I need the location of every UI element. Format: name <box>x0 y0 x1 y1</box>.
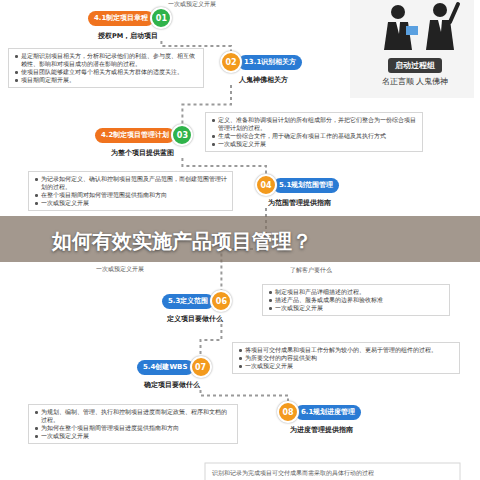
diagram-title: 如何有效实施产品项目管理？ <box>52 228 312 255</box>
group-badge: 启动过程组 <box>388 58 442 73</box>
process-pill: 5.3定义范围 <box>162 294 214 309</box>
bullet-text: 生成一份综合文件，用于确定所有项目工作的基础及其执行方式 <box>211 132 417 140</box>
step-row: 045.1规划范围管理 <box>259 174 339 196</box>
step-row: 5.4创建WBS07 <box>137 356 208 378</box>
description-box: 为规划、编制、管理、执行和控制项目进度而制定政策、程序和文档的过程。为如何在整个… <box>28 404 238 444</box>
bullet-text: 是定期识别项目相关方，分析和记录他们的利益、参与度、相互依赖性、影响和对项目成功… <box>14 52 198 68</box>
description-box: 将项目可交付成果和项目工作分解为较小的、更易于管理的组件的过程。为所要交付的内容… <box>232 342 460 374</box>
bullet-text: 一次或预定义开展 <box>211 140 417 148</box>
process-step: 4.1制定项目章程01 授权PM，启动项目 <box>88 7 168 41</box>
illustration-caption: 启动过程组名正言顺 人鬼佛神 <box>382 58 448 87</box>
step-number: 06 <box>210 290 232 312</box>
process-pill: 5.4创建WBS <box>137 360 194 375</box>
step-row: 0213.1识别相关方 <box>224 51 302 73</box>
process-pill: 6.1规划进度管理 <box>295 405 361 420</box>
process-step: 5.3定义范围06 定义项目要做什么 <box>162 290 228 324</box>
motto-text: 名正言顺 人鬼佛神 <box>382 77 448 87</box>
bullet-text: 定义、准备和协调项目计划的所有组成部分，并把它们整合为一份综合项目管理计划的过程… <box>211 116 417 132</box>
step-row: 4.1制定项目章程01 <box>88 7 168 29</box>
step-subtitle: 确定项目要做什么 <box>144 381 200 390</box>
note-label: 了解客户要什么 <box>290 266 332 275</box>
step-subtitle: 授权PM，启动项目 <box>98 32 158 41</box>
bullet-text: 为规划、编制、管理、执行和控制项目进度而制定政策、程序和文档的过程。 <box>34 408 232 424</box>
process-pill: 13.1识别相关方 <box>238 55 302 70</box>
step-subtitle: 为进度管理提供指南 <box>290 426 353 435</box>
description-box: 制定项目和产品详细描述的过程。描述产品、服务或成果的边界和验收标准一次或预定义开… <box>262 284 450 316</box>
step-number: 04 <box>255 174 277 196</box>
bullet-text: 一次或预定义开展 <box>34 199 227 207</box>
description-box: 为记录如何定义、确认和控制项目范围及产品范围，而创建范围管理计划的过程。在整个项… <box>28 171 233 211</box>
bullet-text: 将项目可交付成果和项目工作分解为较小的、更易于管理的组件的过程。 <box>238 346 454 354</box>
process-step: 0213.1识别相关方人鬼神佛相关方 <box>224 51 302 85</box>
step-number: 07 <box>190 356 212 378</box>
businessman-right <box>426 3 458 50</box>
step-row: 086.1规划进度管理 <box>281 401 361 423</box>
step-subtitle: 为范围管理提供指南 <box>268 199 331 208</box>
note-label: 一次或预定义开展 <box>168 0 216 9</box>
dashed-connector <box>201 324 222 356</box>
bullet-text: 项目期间定期开展。 <box>14 76 198 84</box>
step-number: 01 <box>150 7 172 29</box>
description-box: 定义、准备和协调项目计划的所有组成部分，并把它们整合为一份综合项目管理计划的过程… <box>205 112 423 152</box>
process-step: 045.1规划范围管理为范围管理提供指南 <box>259 174 339 208</box>
dashed-connector <box>201 390 289 401</box>
bullet-text: 在整个项目期间对如何管理范围提供指南和方向 <box>34 191 227 199</box>
step-number: 02 <box>220 51 242 73</box>
step-row: 4.2制定项目管理计划03 <box>95 124 189 146</box>
process-pill: 5.1规划范围管理 <box>273 178 339 193</box>
bullet-text: 一次或预定义开展 <box>268 304 444 312</box>
process-step: 086.1规划进度管理为进度管理提供指南 <box>281 401 361 435</box>
bullet-text: 使项目团队能够建立对每个相关方或相关方群体的适度关注。 <box>14 68 198 76</box>
businessman-left <box>384 5 418 50</box>
bullet-text: 为记录如何定义、确认和控制项目范围及产品范围，而创建范围管理计划的过程。 <box>34 175 227 191</box>
bullet-text: 制定项目和产品详细描述的过程。 <box>268 288 444 296</box>
process-pill: 4.1制定项目章程 <box>88 11 154 26</box>
partial-box <box>205 463 460 480</box>
step-subtitle: 人鬼神佛相关方 <box>239 76 288 85</box>
process-step: 5.4创建WBS07 确定项目要做什么 <box>137 356 208 390</box>
step-subtitle: 为整个项目提供蓝图 <box>111 149 174 158</box>
bullet-text: 描述产品、服务或成果的边界和验收标准 <box>268 296 444 304</box>
description-box: 是定期识别项目相关方，分析和记录他们的利益、参与度、相互依赖性、影响和对项目成功… <box>8 48 204 88</box>
step-number: 08 <box>277 401 299 423</box>
illustration-ground <box>350 0 474 98</box>
process-pill: 4.2制定项目管理计划 <box>95 128 175 143</box>
bullet-text: 一次或预定义开展 <box>238 362 454 370</box>
note-label: 识别和记录为完成项目可交付成果而需采取的具体行动的过程 <box>212 469 374 478</box>
bullet-text: 一次或预定义开展 <box>34 432 232 440</box>
bullet-text: 为如何在整个项目期间管理项目进度提供指南和方向 <box>34 424 232 432</box>
bullet-text: 为所要交付的内容提供架构 <box>238 354 454 362</box>
step-number: 03 <box>171 124 193 146</box>
process-step: 4.2制定项目管理计划03 为整个项目提供蓝图 <box>95 124 189 158</box>
note-label: 一次或预定义开展 <box>96 265 144 274</box>
step-subtitle: 定义项目要做什么 <box>167 315 223 324</box>
step-row: 5.3定义范围06 <box>162 290 228 312</box>
